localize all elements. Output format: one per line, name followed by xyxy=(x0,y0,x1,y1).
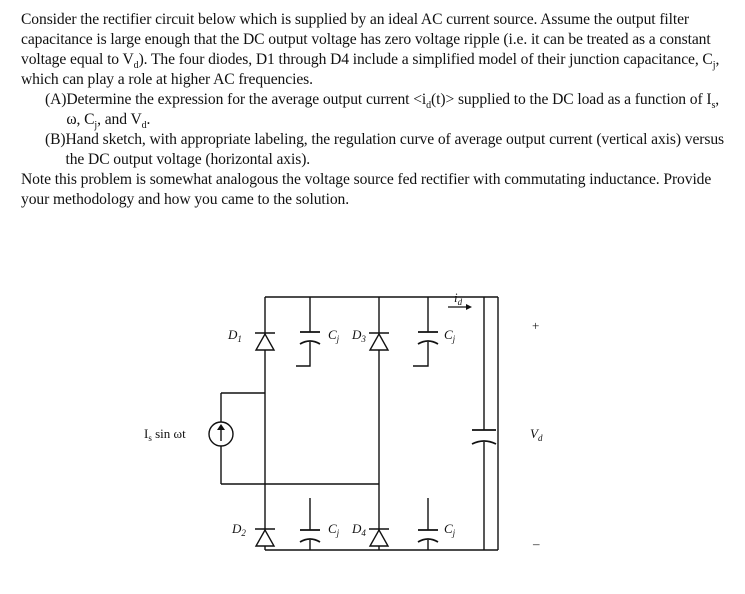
diode-label-d2: D2 xyxy=(231,521,246,538)
current-source-symbol xyxy=(208,421,234,447)
part-a: (A) Determine the expression for the ave… xyxy=(45,90,736,132)
part-a-text: Determine the expression for the average… xyxy=(66,91,720,132)
part-a-label: (A) xyxy=(45,91,67,108)
junction-capacitors xyxy=(299,331,497,543)
problem-text: Consider the rectifier circuit below whi… xyxy=(21,10,736,210)
part-b-label: (B) xyxy=(45,131,66,148)
part-b: (B) Hand sketch, with appropriate labeli… xyxy=(45,130,736,170)
plus-sign: + xyxy=(532,318,539,333)
diode-label-d1: D1 xyxy=(227,327,242,344)
circuit-wires xyxy=(220,296,499,551)
diode-d1-symbol xyxy=(254,332,276,351)
part-b-text: Hand sketch, with appropriate labeling, … xyxy=(65,131,725,168)
diode-label-d3: D3 xyxy=(351,327,366,344)
output-current-arrow xyxy=(448,304,472,310)
diode-label-d4: D4 xyxy=(351,521,366,538)
source-label: Is sin ωt xyxy=(144,426,186,443)
problem-intro: Consider the rectifier circuit below whi… xyxy=(21,11,720,88)
diode-d4-symbol xyxy=(368,528,390,547)
voltage-label: Vd xyxy=(530,426,543,443)
note-paragraph: Note this problem is somewhat analogous … xyxy=(21,171,712,208)
cap-label-d3: Cj xyxy=(444,327,456,344)
cap-label-d2: Cj xyxy=(328,521,340,538)
current-label: id xyxy=(454,290,463,307)
diode-d2-symbol xyxy=(254,528,276,547)
minus-sign: – xyxy=(532,536,540,551)
diode-d3-symbol xyxy=(368,332,390,351)
cap-label-d4: Cj xyxy=(444,521,456,538)
diodes xyxy=(254,332,390,547)
cap-label-d1: Cj xyxy=(328,327,340,344)
